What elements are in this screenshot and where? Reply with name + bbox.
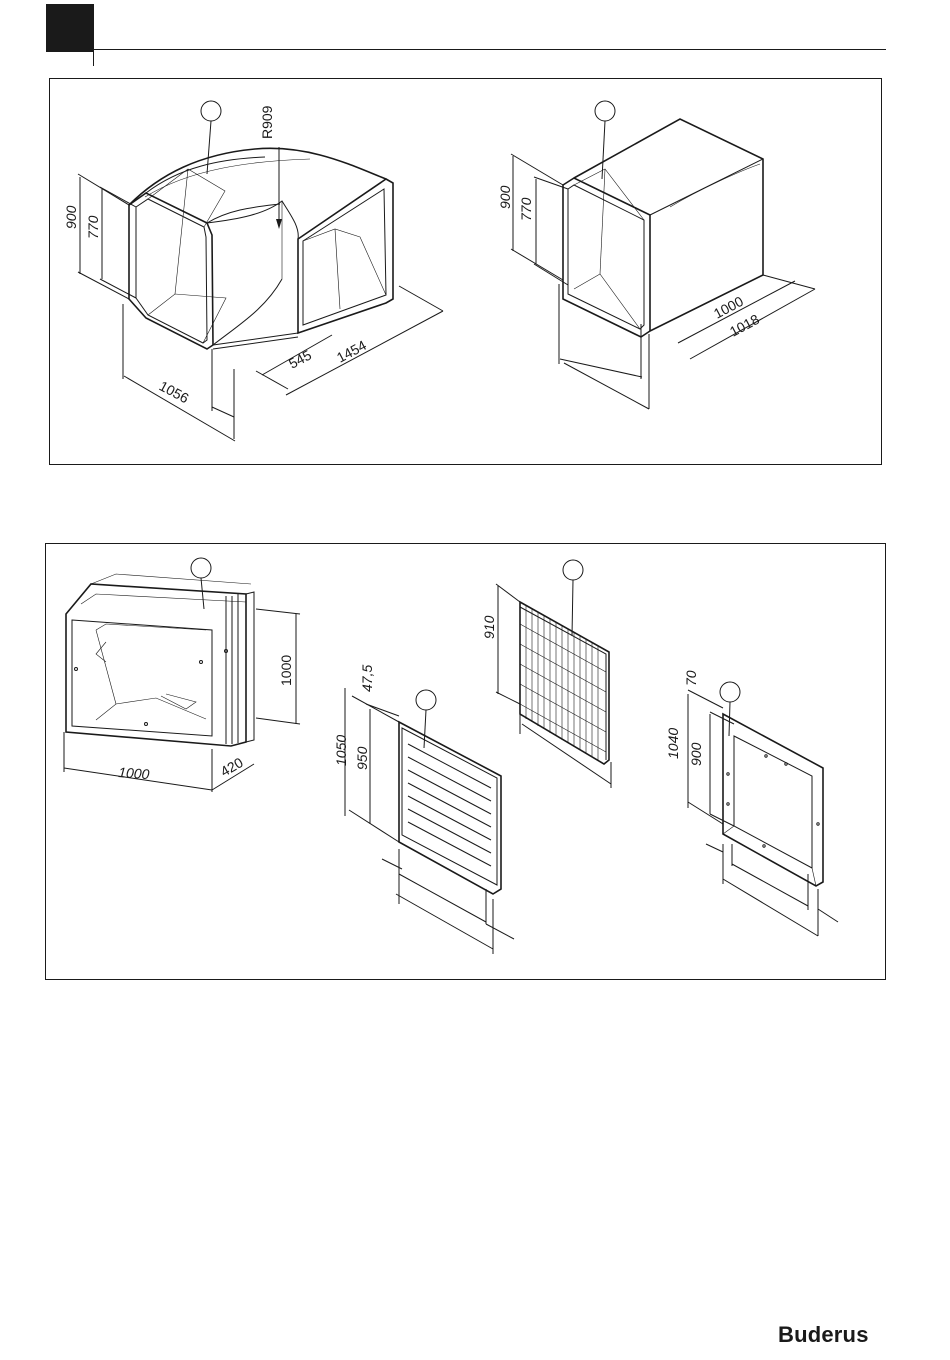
dim-louvre-47-5: 47,5: [359, 665, 375, 692]
dim-louvre-1050: 1050: [333, 735, 349, 766]
dim-louvre-950: 950: [354, 746, 370, 770]
duct-bend-drawing: [78, 101, 443, 441]
header-rule: [94, 49, 886, 50]
dim-bend-545: 545: [286, 346, 314, 371]
dim-bend-radius: R909: [259, 105, 275, 139]
louvre-grille-drawing: [345, 688, 514, 954]
dim-frame-depth: 420: [218, 754, 246, 780]
header-tick: [93, 50, 94, 66]
duct-parts-drawing: R909 900 770 545 1454 1056 900 770 1000 …: [50, 79, 883, 466]
frame-module-drawing: [64, 558, 300, 792]
brand-logo: Buderus: [778, 1322, 869, 1348]
dim-mounting-70: 70: [683, 670, 699, 686]
dim-mesh-height: 910: [481, 615, 497, 639]
dim-duct-outer-height: 900: [497, 185, 513, 209]
dim-duct-1018: 1018: [727, 311, 762, 340]
mounting-frame-drawing: [688, 682, 838, 936]
accessories-drawing: 1000 1000 420 47,5 1050 950: [46, 544, 887, 981]
dim-bend-1056: 1056: [157, 378, 192, 407]
dim-frame-width: 1000: [118, 764, 150, 782]
dim-bend-inner-height: 770: [85, 215, 101, 239]
dim-frame-height: 1000: [278, 655, 294, 686]
figure-panel-duct-parts: R909 900 770 545 1454 1056 900 770 1000 …: [49, 78, 882, 465]
dim-mounting-900: 900: [688, 742, 704, 766]
chapter-tab: [46, 4, 94, 52]
straight-duct-drawing: [511, 101, 815, 409]
dim-duct-inner-height: 770: [518, 197, 534, 221]
figure-panel-accessories: 1000 1000 420 47,5 1050 950: [45, 543, 886, 980]
dim-bend-1454: 1454: [334, 337, 369, 366]
dim-bend-outer-height: 900: [63, 205, 79, 229]
mesh-grille-drawing: [496, 560, 611, 788]
dim-mounting-1040: 1040: [665, 728, 681, 759]
